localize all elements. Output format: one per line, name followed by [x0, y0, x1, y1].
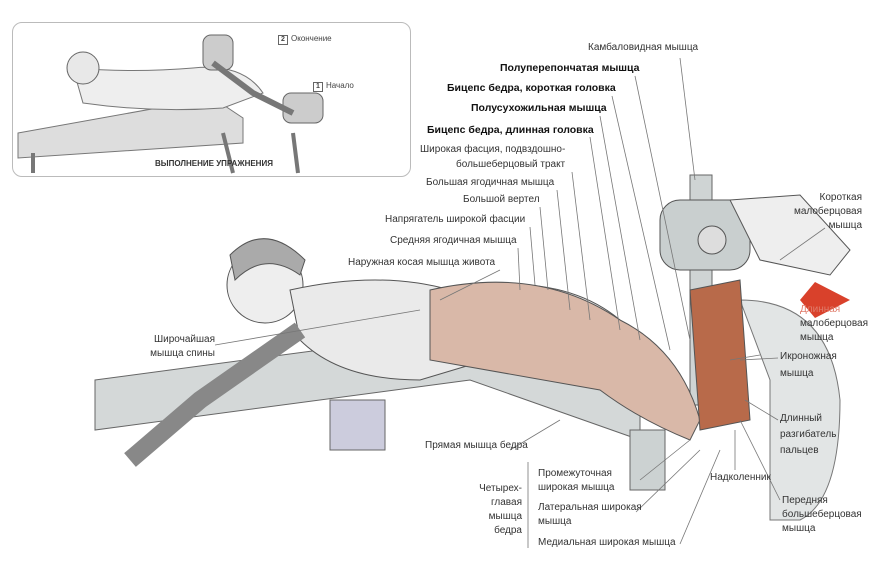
label-quad-line2: главая	[490, 497, 522, 508]
label-peroneus-longus: Длинная малоберцовая мышца	[800, 303, 868, 345]
label-peroneus-brevis: Короткая малоберцовая мышца	[790, 191, 862, 233]
label-gastro-line2: мышца	[780, 368, 814, 379]
label-tibialis: Передняя большеберцовая мышца	[782, 494, 862, 536]
label-medialis: Медиальная широкая мышца	[538, 537, 676, 548]
label-trochanter: Большой вертел	[463, 194, 540, 205]
label-fascia-1: Широкая фасция, подвздошно-	[420, 144, 566, 155]
label-lat-line1: Широчайшая	[153, 334, 215, 345]
label-gastrocnemius: Икроножная мышца	[780, 348, 837, 382]
label-intermedius-line1: Промежуточная	[538, 468, 612, 479]
label-pb-line1: Короткая	[819, 192, 862, 203]
label-gluteus-max: Большая ягодичная мышца	[426, 177, 555, 188]
label-fascia-2: большеберцовый тракт	[456, 159, 566, 170]
label-tib-line2: большеберцовая	[782, 509, 862, 520]
label-lateralis-line2: мышца	[538, 516, 572, 527]
label-lateralis: Латеральная широкая мышца	[538, 501, 642, 529]
label-quad-line4: бедра	[494, 525, 522, 536]
label-lat: Широчайшая мышца спины	[140, 333, 215, 361]
label-intermedius-line2: широкая мышца	[538, 482, 615, 493]
label-ed-line2: разгибатель	[780, 429, 837, 440]
label-tib-line3: мышца	[782, 523, 816, 534]
label-pl-line1: Длинная	[800, 304, 841, 315]
label-ext-digitorum: Длинный разгибатель пальцев	[780, 411, 836, 459]
end-number-badge: 2	[278, 35, 288, 45]
label-intermedius: Промежуточная широкая мышца	[538, 467, 614, 495]
direction-arrow	[800, 282, 850, 318]
shoe	[729, 194, 851, 276]
label-tfl: Напрягатель широкой фасции	[385, 214, 526, 225]
end-label-text: Окончение	[291, 34, 332, 43]
label-patella: Надколенник	[710, 472, 771, 483]
inset-illustration	[17, 34, 324, 174]
label-semimembranosus: Полуперепончатая мышца	[500, 62, 640, 74]
label-quadriceps: Четырех-главая мышца бедра	[470, 482, 522, 538]
label-tib-line1: Передняя	[782, 495, 828, 506]
label-pl-line2: малоберцовая	[800, 318, 869, 329]
label-gluteus-med: Средняя ягодичная мышца	[390, 235, 517, 246]
label-quad-line1: Четырех-	[479, 483, 522, 494]
label-oblique: Наружная косая мышца живота	[348, 257, 496, 268]
label-biceps-short: Бицепс бедра, короткая головка	[447, 82, 616, 94]
label-pl-line3: мышца	[800, 332, 834, 343]
label-gastro-line1: Икроножная	[780, 351, 837, 362]
label-lat-line2: мышца спины	[150, 348, 215, 359]
calf-muscles	[689, 279, 751, 431]
label-pb-line3: мышца	[828, 220, 862, 231]
thigh-muscles	[429, 281, 701, 441]
label-rectus-femoris: Прямая мышца бедра	[425, 440, 528, 451]
inset-caption: ВЫПОЛНЕНИЕ УПРАЖНЕНИЯ	[155, 159, 273, 168]
label-pb-line2: малоберцовая	[793, 206, 862, 217]
start-label-text: Начало	[326, 81, 354, 90]
label-quad-line3: мышца	[488, 511, 522, 522]
label-lateralis-line1: Латеральная широкая	[538, 502, 642, 513]
label-ed-line1: Длинный	[780, 413, 823, 424]
label-biceps-long: Бицепс бедра, длинная головка	[427, 124, 594, 136]
label-ed-line3: пальцев	[780, 445, 819, 456]
start-number-badge: 1	[313, 82, 323, 92]
label-soleus: Камбаловидная мышца	[588, 42, 699, 53]
leader-lines	[214, 57, 826, 548]
label-semitendinosus: Полусухожильная мышца	[471, 102, 607, 114]
